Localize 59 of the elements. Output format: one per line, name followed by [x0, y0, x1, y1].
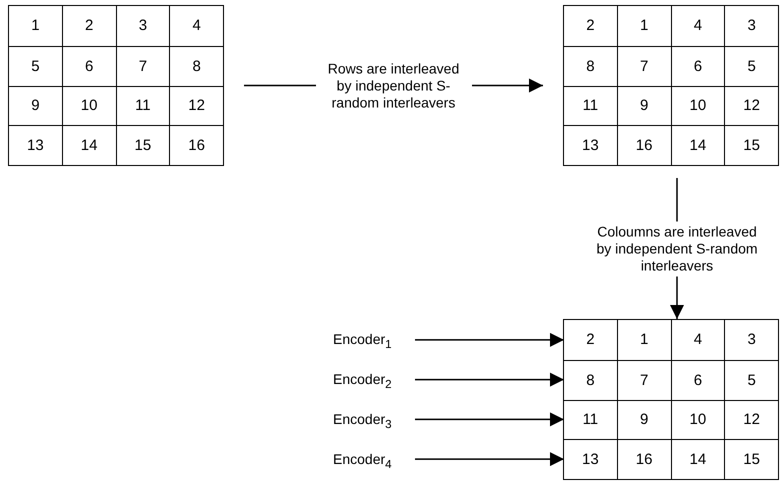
table-cell-text: 15: [742, 450, 761, 470]
table-cell: 13: [9, 126, 63, 165]
table-cell-text: 3: [746, 16, 757, 36]
table-cell: 9: [618, 86, 672, 126]
table-cell: 7: [618, 46, 672, 86]
arrow: [415, 372, 564, 387]
encoder-label: Encoder$_{2}$: [333, 369, 411, 389]
table-cell-text: 5: [746, 370, 757, 391]
table-cell: 8: [564, 360, 618, 400]
table-cell-text: 3: [746, 330, 757, 350]
table-cell: 1: [9, 6, 63, 46]
table-cell: 16: [618, 126, 672, 165]
arrow: [415, 452, 564, 466]
table-cell-text: 5: [746, 56, 757, 77]
encoder-label: Encoder$_{4}$: [333, 449, 411, 469]
table-cell: 9: [618, 400, 672, 440]
table-cell-text: 12: [742, 410, 761, 430]
table-cell: 14: [62, 126, 116, 165]
table-cell: 3: [116, 6, 170, 46]
table-cell: 4: [672, 6, 726, 46]
table-cell: 6: [62, 46, 116, 86]
table-cell: 6: [672, 360, 726, 400]
table-cell-text: 12: [187, 96, 206, 116]
table-cell: 14: [672, 126, 726, 165]
table-cell: 7: [618, 360, 672, 400]
table-cell: 10: [62, 86, 116, 126]
table-cell: 11: [116, 86, 170, 126]
table-cell: 2: [564, 6, 618, 46]
table-cell: 10: [672, 400, 726, 440]
table-cell: 2: [564, 320, 618, 360]
table-cell: 10: [672, 86, 726, 126]
encoder-label: Encoder$_{1}$: [333, 329, 411, 349]
table-cell: 11: [564, 86, 618, 126]
table-cell: 2: [62, 6, 116, 46]
table-cell-text: 15: [742, 136, 761, 156]
table-cell: 13: [564, 126, 618, 165]
table-cell: 11: [564, 400, 618, 440]
table-cell: 6: [672, 46, 726, 86]
arrow: [415, 332, 564, 347]
table-cell-text: 12: [742, 96, 761, 116]
table-cell: 1: [618, 6, 672, 46]
table-cell: 15: [116, 126, 170, 165]
table-cell: 13: [564, 440, 618, 479]
table-cell: 14: [672, 440, 726, 479]
table-cell: 16: [618, 440, 672, 479]
grid-table: [563, 319, 779, 480]
table-cell-text: 8: [191, 56, 202, 77]
table-cell: 8: [564, 46, 618, 86]
table-cell: 1: [618, 320, 672, 360]
grid-table: [563, 5, 779, 166]
table-cell-text: 4: [191, 16, 202, 36]
arrow: [415, 412, 564, 426]
table-cell: 9: [9, 86, 63, 126]
encoder-label: Encoder$_{3}$: [333, 409, 411, 429]
grid-table: [8, 5, 224, 166]
table-cell: 4: [672, 320, 726, 360]
table-cell: 5: [9, 46, 63, 86]
table-cell: 7: [116, 46, 170, 86]
table-cell-text: 16: [187, 136, 206, 156]
